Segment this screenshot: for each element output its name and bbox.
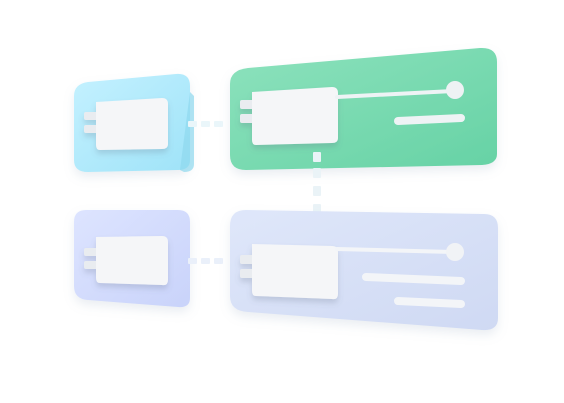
top-slider-line xyxy=(335,81,464,99)
bottom-right-block xyxy=(240,244,338,300)
bottom-text-lines xyxy=(362,273,465,308)
top-text-line xyxy=(394,114,465,125)
top-right-block xyxy=(240,87,338,145)
bottom-horizontal-connector xyxy=(188,258,223,264)
top-horizontal-connector xyxy=(188,121,223,127)
top-left-block xyxy=(84,98,168,150)
bottom-left-block xyxy=(84,236,168,286)
bottom-slider-line xyxy=(335,243,464,261)
